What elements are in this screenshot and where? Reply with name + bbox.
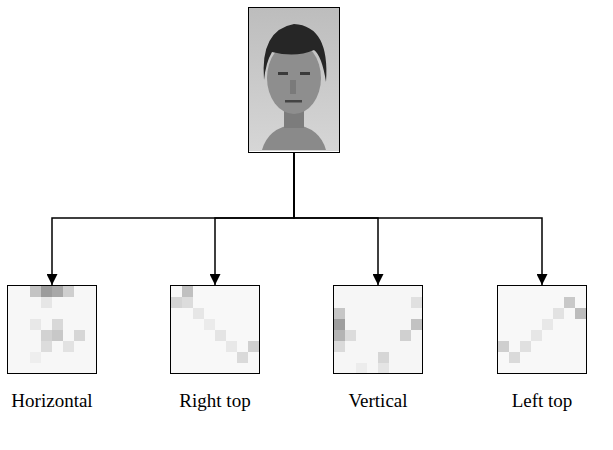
tree-arrow	[294, 153, 378, 285]
feature-grid	[8, 286, 96, 373]
tree-arrow	[294, 153, 542, 285]
tree-arrow	[215, 153, 294, 285]
feature-image: Horizontal	[7, 285, 97, 374]
feature-grid	[498, 286, 586, 373]
image-caption: Horizontal	[11, 391, 92, 412]
feature-image: Vertical	[333, 285, 423, 374]
feature-image: Right top	[170, 285, 260, 374]
face-photo	[249, 8, 339, 151]
feature-image: Left top	[497, 285, 587, 374]
tree-arrow	[52, 153, 294, 285]
feature-grid	[171, 286, 259, 373]
source-image	[248, 7, 340, 153]
image-caption: Vertical	[348, 391, 407, 412]
image-caption: Left top	[512, 391, 573, 412]
image-caption: Right top	[179, 391, 250, 412]
feature-grid	[334, 286, 422, 373]
